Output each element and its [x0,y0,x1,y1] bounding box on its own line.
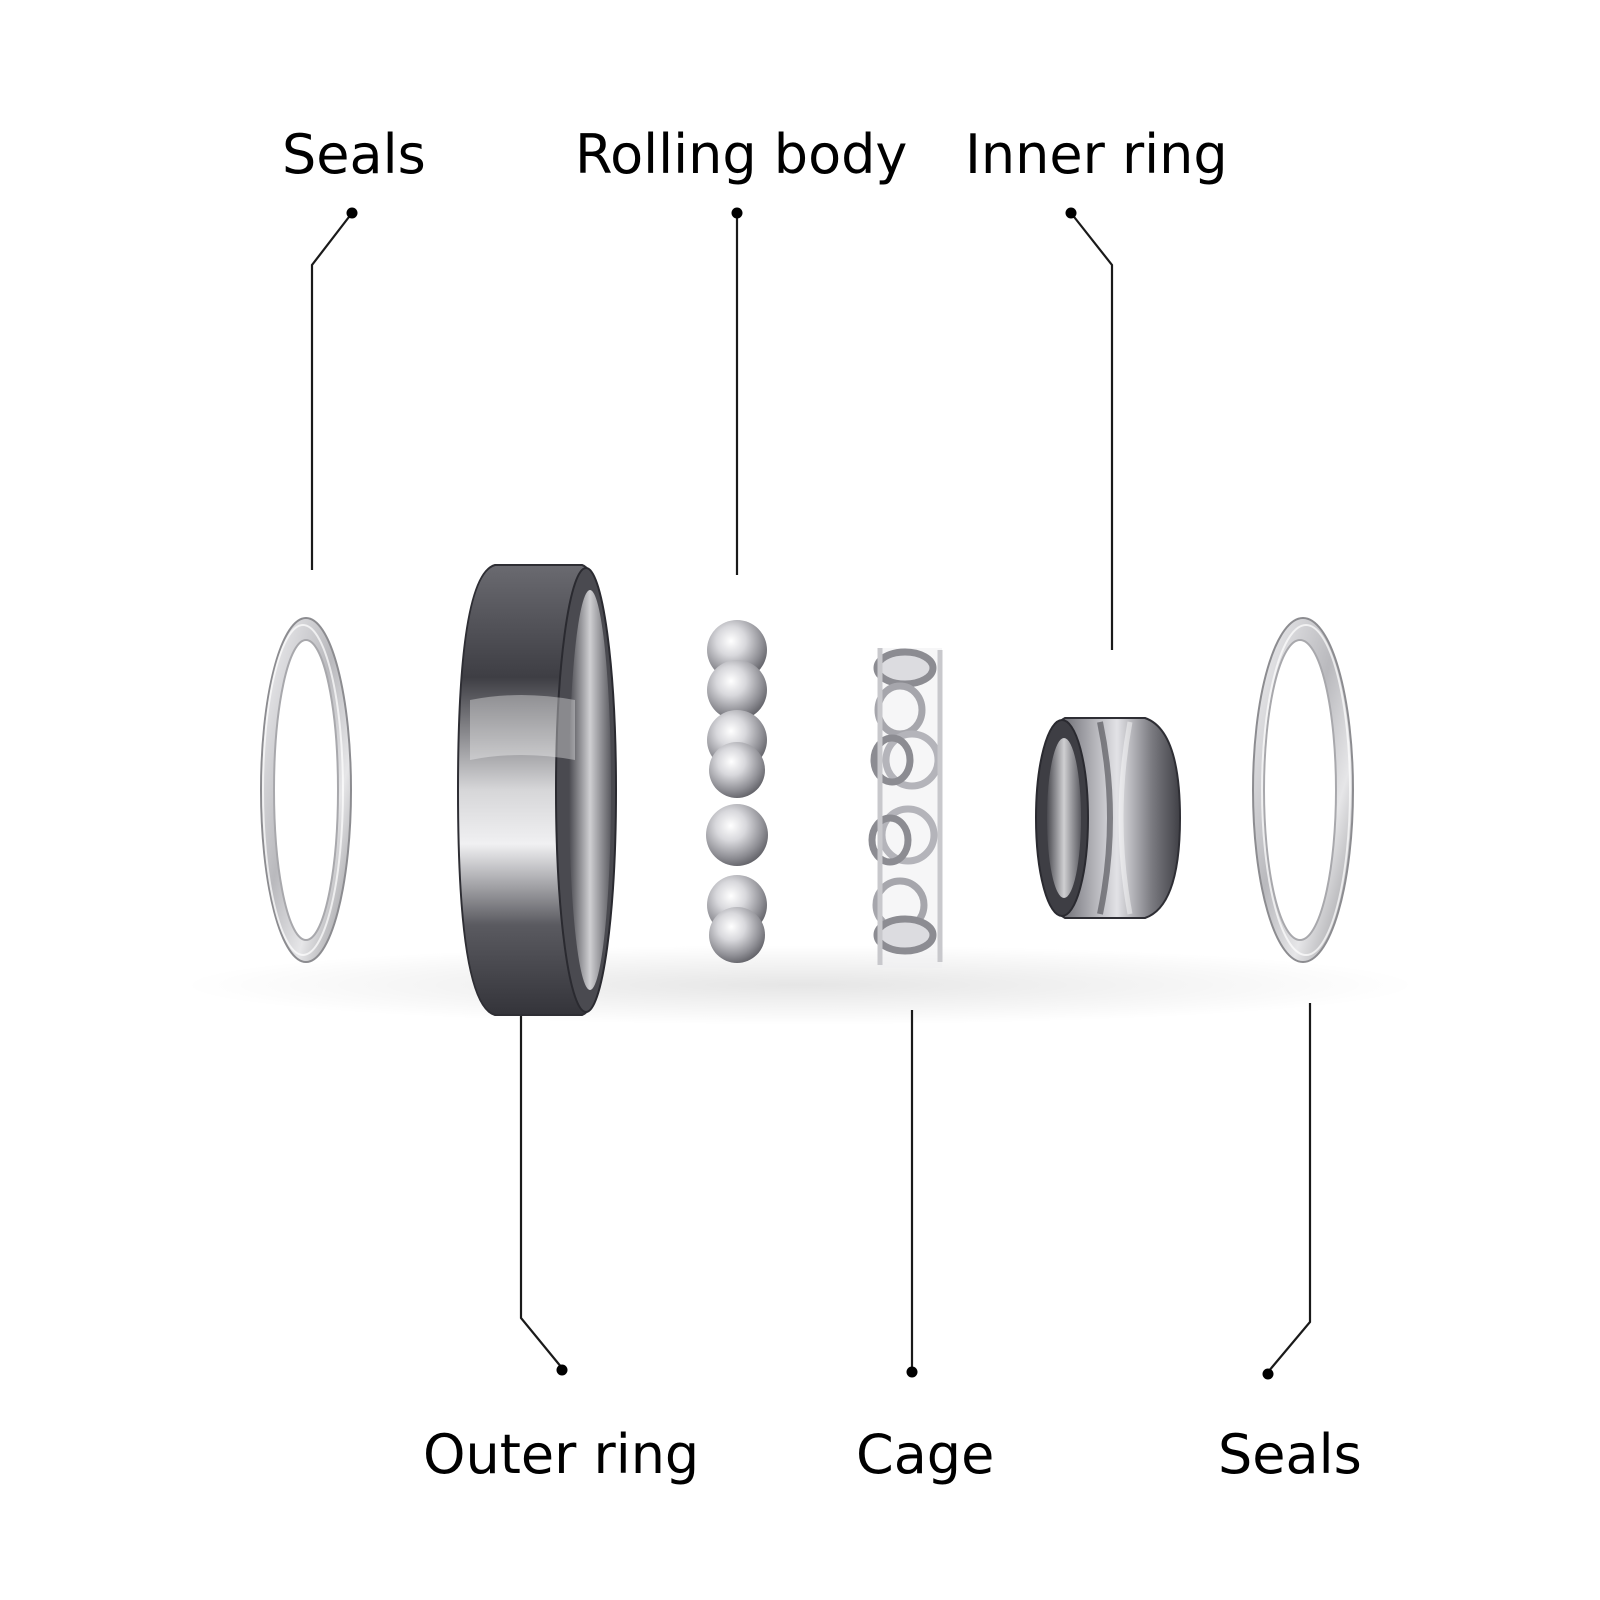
floor-shadow [180,945,1420,1025]
leader-dots [346,207,1274,1380]
leader-line-seals-top [310,212,353,570]
leader-dot-rolling-body [731,207,743,219]
leader-dot-seals-top [346,207,358,219]
leader-line-inner-ring [1070,212,1114,650]
label-inner-ring: Inner ring [965,123,1228,186]
inner-ring [1035,717,1182,919]
seal-right [1252,617,1354,963]
label-cage: Cage [856,1423,995,1486]
leader-dot-outer-ring [556,1364,568,1376]
seal-left [260,617,352,963]
outer-ring [456,564,617,1016]
label-seals-top: Seals [282,123,426,186]
ball-2 [707,660,767,720]
label-rolling-body: Rolling body [575,123,908,186]
leader-line-seals-bottom [1267,1003,1312,1373]
cage [868,648,943,968]
leader-dot-seals-bottom [1262,1368,1274,1380]
ball-5 [706,804,768,866]
leader-dot-cage [906,1366,918,1378]
leader-line-outer-ring [519,1012,563,1369]
leader-dot-inner-ring [1065,207,1077,219]
leader-lines [310,212,1312,1373]
label-seals-bottom: Seals [1218,1423,1362,1486]
label-outer-ring: Outer ring [423,1423,700,1486]
ball-7 [709,907,765,963]
ball-4 [709,742,765,798]
rolling-balls [706,620,768,963]
